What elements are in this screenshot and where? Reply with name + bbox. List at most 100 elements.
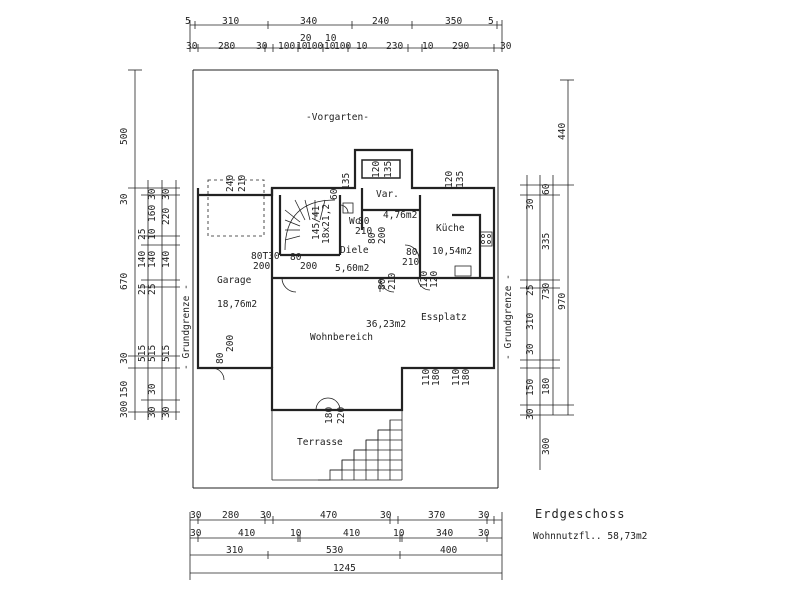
right-dim-300: 300 bbox=[541, 437, 552, 455]
top-dim2-10: 230 bbox=[386, 41, 404, 52]
bot-dim2-c: 10 bbox=[290, 528, 302, 539]
open-diele-d: 210 bbox=[402, 257, 420, 268]
top-dim2-3: 30 bbox=[256, 41, 268, 52]
right-dim-25: 25 bbox=[525, 284, 536, 296]
top-dim-1: 5 bbox=[185, 16, 191, 27]
left-dim-25c: 25 bbox=[147, 283, 158, 295]
left-dim-30a: 30 bbox=[119, 193, 130, 205]
building-walls bbox=[196, 148, 496, 412]
open-terrasse-b: 220 bbox=[336, 406, 347, 424]
bot-dim1-d: 470 bbox=[320, 510, 338, 521]
top-dim2-8: 100 bbox=[334, 41, 352, 52]
right-dim-30c: 30 bbox=[525, 408, 536, 420]
top-dim-1b-b: 10 bbox=[325, 33, 337, 44]
left-dim-30b: 30 bbox=[119, 352, 130, 364]
label-wohnbereich: Wohnbereich bbox=[310, 332, 373, 343]
top-dimension-lines bbox=[189, 20, 503, 52]
top-dim2-11: 10 bbox=[422, 41, 434, 52]
label-terrasse: Terrasse bbox=[297, 437, 343, 448]
top-dim2-6: 100 bbox=[306, 41, 324, 52]
open-essplatz-b: 120 bbox=[429, 270, 440, 288]
right-dim-30a: 30 bbox=[525, 198, 536, 210]
left-dim-30d: 30 bbox=[147, 383, 158, 395]
right-dim-180: 180 bbox=[541, 377, 552, 395]
top-dim-5: 350 bbox=[445, 16, 463, 27]
label-wohn-area: 36,23m2 bbox=[366, 319, 407, 330]
label-kueche-area: 10,54m2 bbox=[432, 246, 473, 257]
right-dim-335: 335 bbox=[541, 232, 552, 250]
label-diele: Diele bbox=[340, 245, 369, 256]
bot-dim1-e: 30 bbox=[380, 510, 392, 521]
right-dim-150: 150 bbox=[525, 378, 536, 396]
label-var: Var. bbox=[376, 189, 399, 200]
bot-dim2-b: 410 bbox=[238, 528, 256, 539]
open-wohn-win-d: 180 bbox=[461, 368, 472, 386]
open-garage-side-a: 80 bbox=[215, 352, 226, 364]
top-dim-4: 240 bbox=[372, 16, 390, 27]
bot-dim3-b: 530 bbox=[326, 545, 344, 556]
right-dimension-lines bbox=[520, 79, 574, 470]
top-dim2-12: 290 bbox=[452, 41, 470, 52]
porch bbox=[361, 159, 401, 179]
open-garage-side-b: 200 bbox=[225, 334, 236, 352]
open-var-top-a: 120 bbox=[371, 160, 382, 178]
bot-dim3-a: 310 bbox=[226, 545, 244, 556]
label-var-area: 4,76m2 bbox=[383, 210, 418, 221]
open-wohn-win-b: 180 bbox=[431, 368, 442, 386]
plan-title: Erdgeschoss bbox=[535, 507, 626, 521]
open-diele-b: 200 bbox=[377, 226, 388, 244]
bot-dim2-g: 30 bbox=[478, 528, 490, 539]
bot-dim1-c: 30 bbox=[260, 510, 272, 521]
bot-dim1-f: 370 bbox=[428, 510, 446, 521]
left-dim-515b: 515 bbox=[147, 344, 158, 362]
left-dim-140b: 140 bbox=[147, 250, 158, 268]
top-dim2-7: 10 bbox=[324, 41, 336, 52]
open-garage-top-a: 240 bbox=[225, 174, 236, 192]
top-dim2-4: 100 bbox=[278, 41, 296, 52]
garage-roof-outline bbox=[207, 179, 265, 237]
open-garage-door-a: 80 bbox=[290, 252, 302, 263]
grundgrenze-left: - Grundgrenze - bbox=[181, 284, 192, 370]
living-area-label: Wohnnutzfl.. 58,73m2 bbox=[533, 531, 648, 542]
bot-dim2-d: 410 bbox=[343, 528, 361, 539]
label-wc: Wc bbox=[349, 216, 361, 227]
left-dim2-515: 515 bbox=[161, 344, 172, 362]
top-dim-6: 5 bbox=[488, 16, 494, 27]
top-dim-1b-a: 20 bbox=[300, 33, 312, 44]
label-garage: Garage bbox=[217, 275, 252, 286]
right-dim-730: 730 bbox=[541, 282, 552, 300]
left-dim2-30: 30 bbox=[161, 188, 172, 200]
left-dim-10: 10 bbox=[147, 228, 158, 240]
top-dim-2: 310 bbox=[222, 16, 240, 27]
left-dim2-220: 220 bbox=[161, 207, 172, 225]
door-swings bbox=[211, 204, 431, 411]
property-boundary bbox=[192, 69, 499, 489]
left-dim-30c: 30 bbox=[147, 188, 158, 200]
open-wc-door-a: 80 bbox=[358, 216, 370, 227]
open-wc-top-b: 135 bbox=[341, 172, 352, 190]
right-dim-310: 310 bbox=[525, 312, 536, 330]
top-dim2-13: 30 bbox=[500, 41, 512, 52]
open-stair-b: 18x21,2 bbox=[321, 203, 332, 244]
grundgrenze-right: - Grundgrenze - bbox=[503, 274, 514, 360]
open-garage-top-b: 210 bbox=[237, 174, 248, 192]
open-terrasse-a: 180 bbox=[324, 406, 335, 424]
right-dim-440: 440 bbox=[557, 122, 568, 140]
open-var-top-b: 135 bbox=[383, 160, 394, 178]
open-kueche-door-b: 210 bbox=[387, 272, 398, 290]
open-kueche-top-b: 135 bbox=[455, 170, 466, 188]
bot-dim2-f: 340 bbox=[436, 528, 454, 539]
left-dim2-140: 140 bbox=[161, 250, 172, 268]
open-kueche-top-a: 120 bbox=[444, 170, 455, 188]
open-diele-c: 80 bbox=[406, 247, 418, 258]
open-garage-sec-a: 80T30 bbox=[251, 251, 280, 262]
label-diele-area: 5,60m2 bbox=[335, 263, 370, 274]
top-dim2-2: 280 bbox=[218, 41, 236, 52]
left-dimension-lines bbox=[128, 69, 180, 420]
bot-dim2-e: 10 bbox=[393, 528, 405, 539]
terrace-steps bbox=[271, 410, 403, 481]
bottom-dimension-lines bbox=[189, 512, 503, 580]
right-dim-970: 970 bbox=[557, 292, 568, 310]
top-dim2-5: 10 bbox=[296, 41, 308, 52]
left-dim2-30b: 30 bbox=[161, 406, 172, 418]
